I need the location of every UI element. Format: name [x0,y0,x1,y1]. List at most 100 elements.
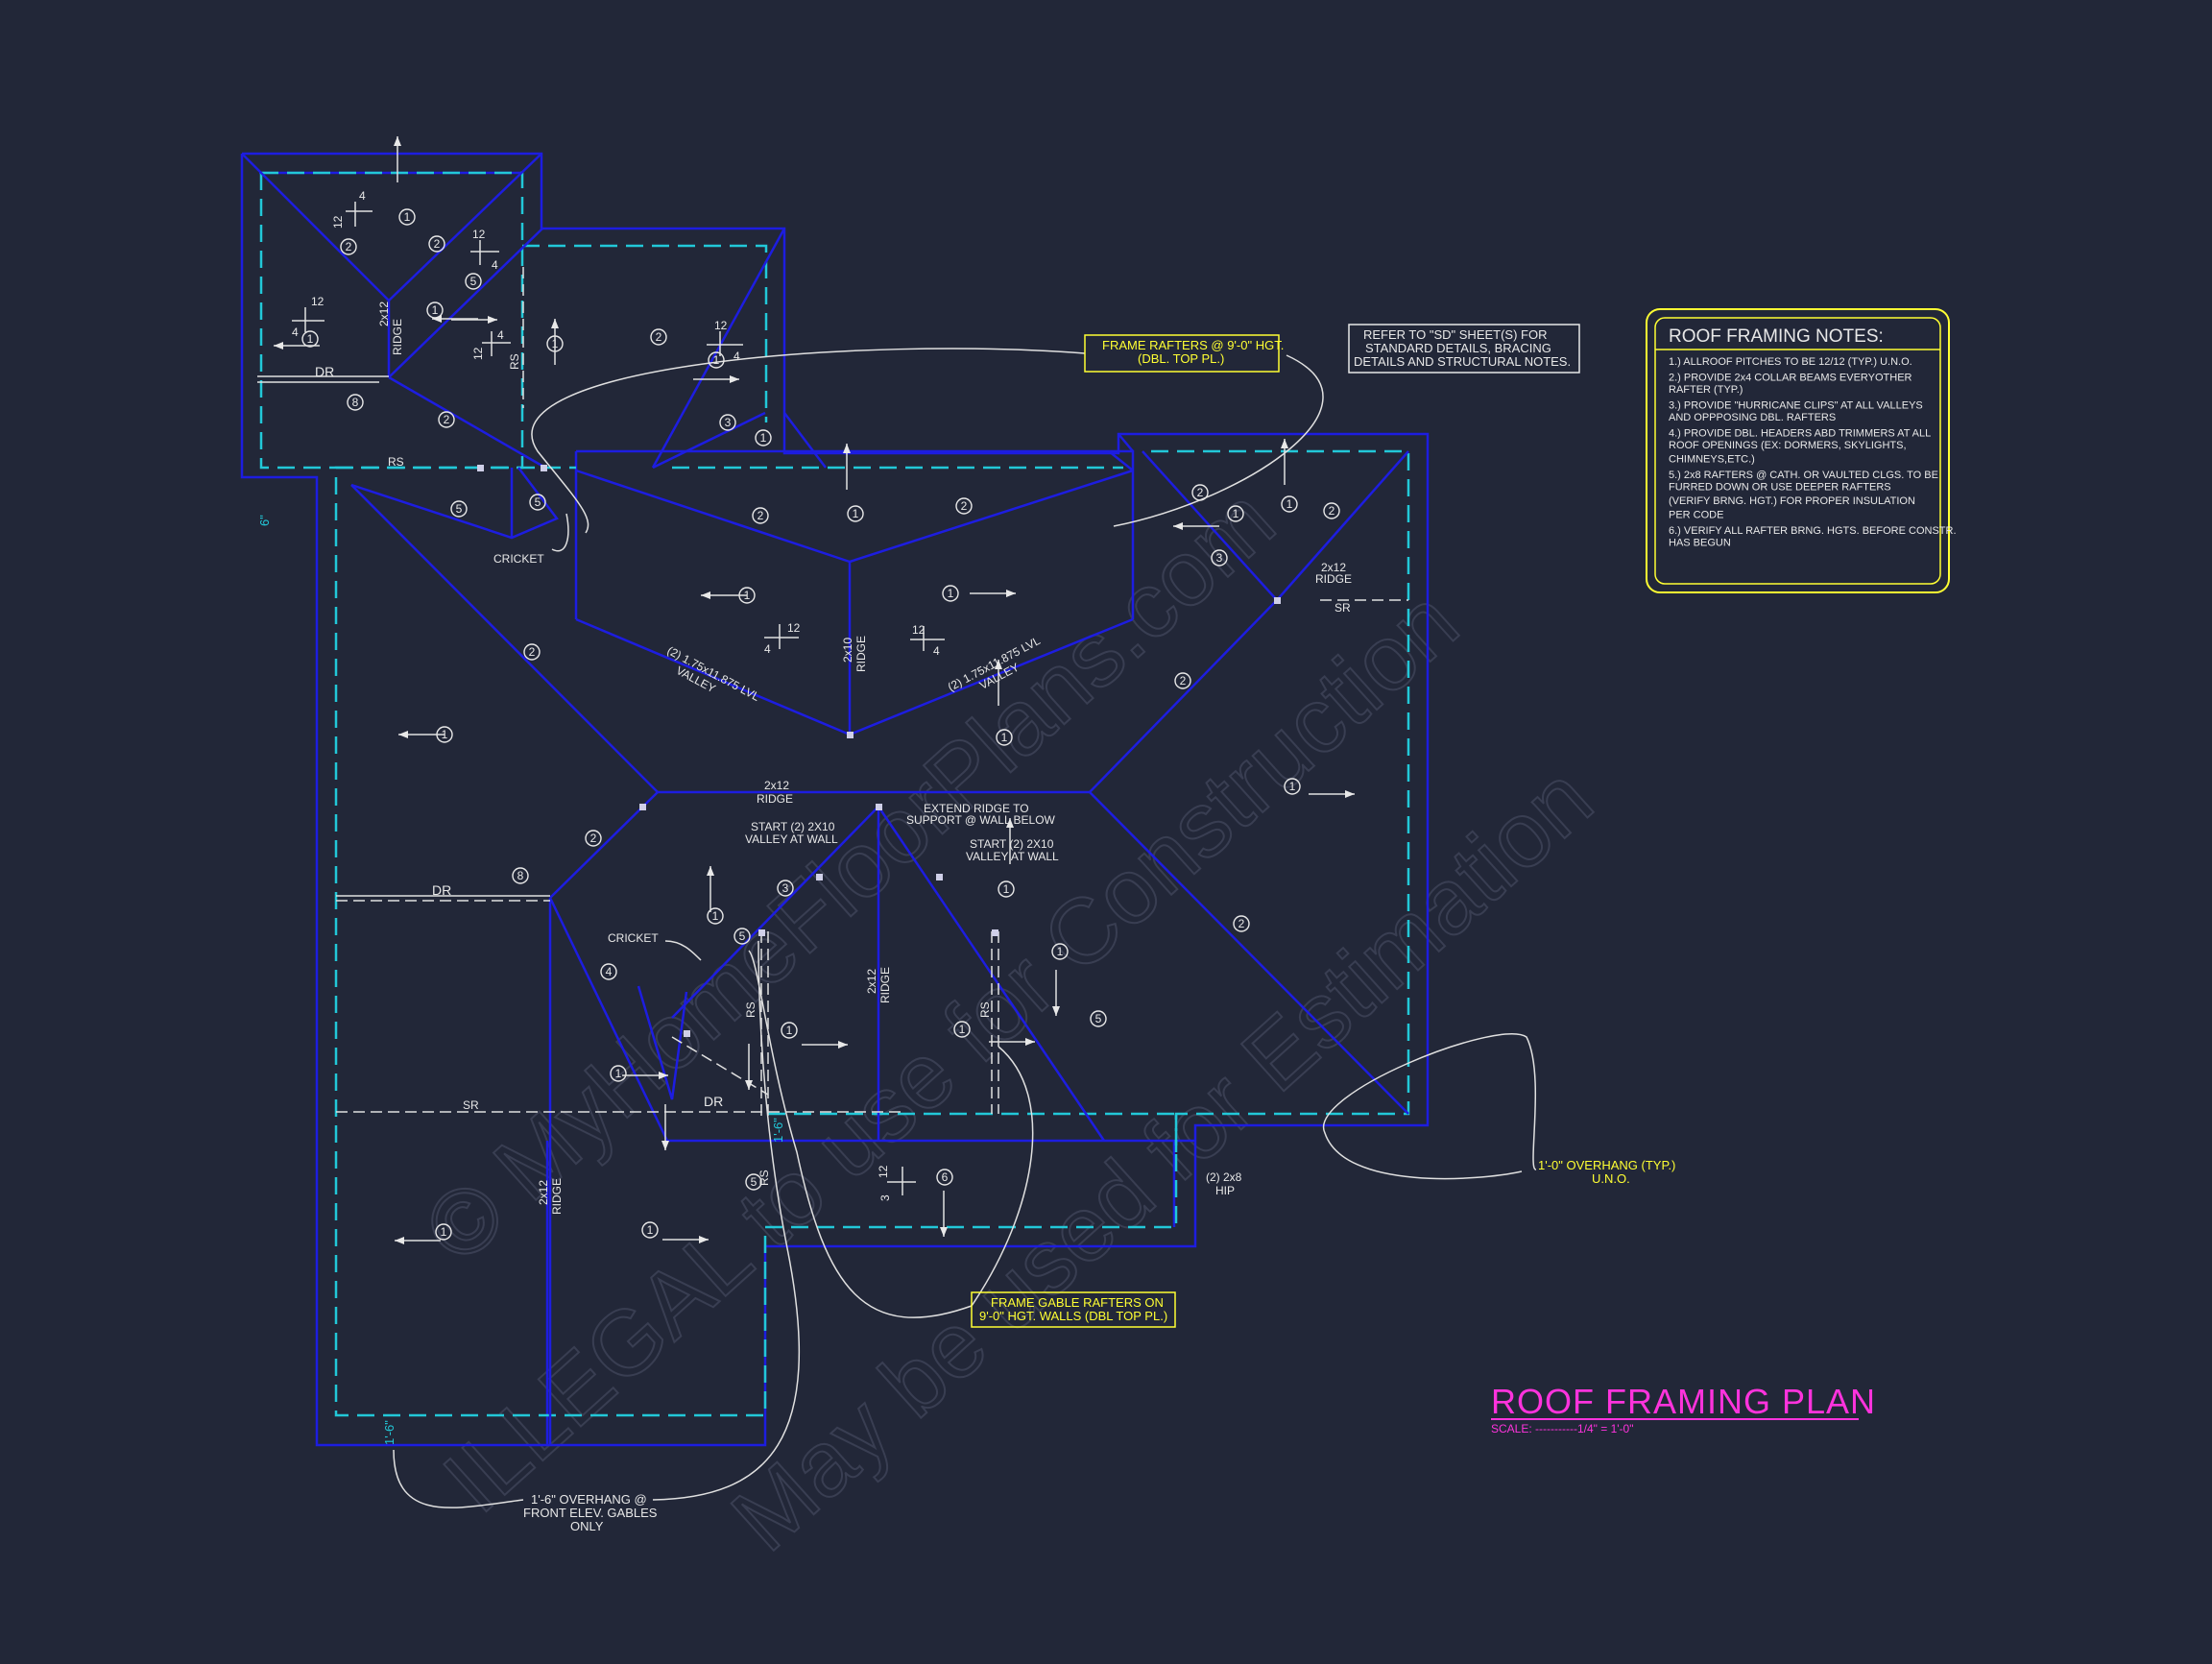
label-sr: SR [1334,601,1351,615]
pitch-run: 12 [472,228,486,241]
callout-refer-sd: REFER TO "SD" SHEET(S) FOR STANDARD DETA… [1348,324,1580,374]
rafter-tag: 1 [998,880,1015,898]
label-ridge-size: 2x12 [764,779,789,792]
label-extend-ridge: SUPPORT @ WALL BELOW [906,813,1056,827]
svg-text:1: 1 [1233,507,1239,520]
svg-text:2: 2 [1197,486,1204,499]
rafter-tag: 1 [301,330,319,348]
svg-text:6: 6 [942,1170,949,1184]
rafter-tag: 8 [512,867,529,884]
callout-frame-gable: FRAME GABLE RAFTERS ON 9'-0" HGT. WALLS … [971,1291,1176,1328]
label-ridge-size: 2x12 [377,301,391,326]
rafter-tag: 3 [777,880,794,897]
label-ridge-size: 2x12 [1321,561,1346,574]
pitch-run: 12 [787,621,801,635]
pitch-run: 12 [311,295,325,308]
slope-arrow [707,866,714,912]
watermark: © MyHomeFloorPlans.com ILLEGAL to use fo… [404,468,1612,1572]
slope-arrow [745,1044,753,1090]
label-cricket: CRICKET [608,931,659,945]
label-ridge-size: 2x12 [865,969,878,994]
slope-arrow [995,660,1002,706]
slope-arrow [661,1104,669,1150]
note-line: CHIMNEYS,ETC.) [1669,454,1755,466]
svg-text:1: 1 [786,1024,793,1037]
pitch-run: 12 [714,319,728,332]
slope-arrow [843,444,851,490]
svg-text:5: 5 [470,275,477,288]
svg-text:1: 1 [853,507,859,520]
svg-text:5: 5 [1095,1012,1102,1025]
svg-text:3: 3 [782,881,789,895]
pitch-run: 12 [331,215,345,229]
rafter-tag: 2 [428,235,445,253]
rafter-tag: 1 [942,585,959,602]
pitch-rise: 4 [359,189,366,203]
rafter-tag: 1 [755,429,772,446]
slope-arrow [274,342,320,350]
rafter-tag: 5 [733,928,751,945]
svg-text:3: 3 [725,416,732,429]
rafter-tag: 2 [1191,484,1209,501]
slope-arrow [394,136,401,182]
note-line: RAFTER (TYP.) [1669,384,1743,396]
rafter-tag: 2 [1174,672,1191,689]
svg-text:5: 5 [751,1175,757,1189]
slope-arrow [1309,790,1355,798]
pitch-symbols: 4 12 12 4 12 4 4 12 12 4 12 4 [292,189,945,1201]
svg-text:3: 3 [1216,551,1223,565]
svg-text:2: 2 [444,413,450,426]
svg-text:1: 1 [647,1223,654,1237]
slope-arrow [451,316,497,324]
note-line: HAS BEGUN [1669,538,1731,549]
note-line: 1.) ALLROOF PITCHES TO BE 12/12 (TYP.) U… [1669,356,1912,368]
label-rs: RS [757,1170,771,1186]
rafter-tag: 1 [781,1022,798,1039]
svg-text:1: 1 [1001,731,1008,744]
rafter-tag: 2 [523,643,541,661]
svg-text:5: 5 [456,502,463,516]
slope-arrow [398,731,445,738]
label-start-valley: VALLEY AT WALL [966,850,1059,863]
label-dr: DR [704,1094,723,1109]
slope-arrow [1052,970,1060,1016]
rafter-tag: 1 [708,351,725,369]
drawing-scale: SCALE: -----------1/4" = 1'-0" [1491,1422,1634,1435]
label-extend-ridge: EXTEND RIDGE TO [924,802,1029,815]
svg-text:2: 2 [434,237,441,251]
rafter-tag: 1 [996,729,1013,746]
label-ridge: RIDGE [854,636,868,672]
svg-text:2: 2 [1180,674,1187,687]
slope-arrow [432,315,478,323]
slope-arrow [989,1038,1035,1046]
note-line: 4.) PROVIDE DBL. HEADERS ABD TRIMMERS AT… [1669,428,1931,440]
svg-text:5: 5 [739,929,746,943]
rafter-tag: 5 [745,1173,762,1191]
note-line: FURRED DOWN OR USE DEEPER RAFTERS [1669,482,1891,494]
rafter-tag: 8 [347,394,364,411]
title-block: ROOF FRAMING PLAN SCALE: -----------1/4"… [1491,1382,1875,1435]
note-line: 5.) 2x8 RAFTERS @ CATH. OR VAULTED CLGS.… [1669,470,1938,481]
leader-lines [393,348,1537,1508]
dim-overhang-side: 6" [257,515,272,526]
overhang-outline [259,171,1410,1417]
label-dr: DR [432,882,451,898]
pitch-rise: 4 [764,642,771,656]
rafter-tag: 2 [585,830,602,847]
rafter-tag: 2 [1323,502,1340,519]
label-ridge-size: 2x10 [841,638,854,663]
rafter-tag: 1 [1284,778,1301,795]
rafter-tag: 2 [1233,915,1250,932]
label-hip-size: (2) 2x8 [1206,1170,1242,1184]
svg-text:2: 2 [529,645,536,659]
note-line: ROOF OPENINGS (EX: DORMERS, SKYLIGHTS, [1669,440,1907,451]
pitch-rise: 4 [292,326,299,339]
callout-text: ONLY [570,1519,604,1533]
rafter-tag: 2 [955,497,973,515]
svg-text:1: 1 [948,587,954,600]
label-sr: SR [463,1098,479,1112]
pitch-run: 12 [471,347,485,360]
svg-text:1: 1 [712,909,719,923]
